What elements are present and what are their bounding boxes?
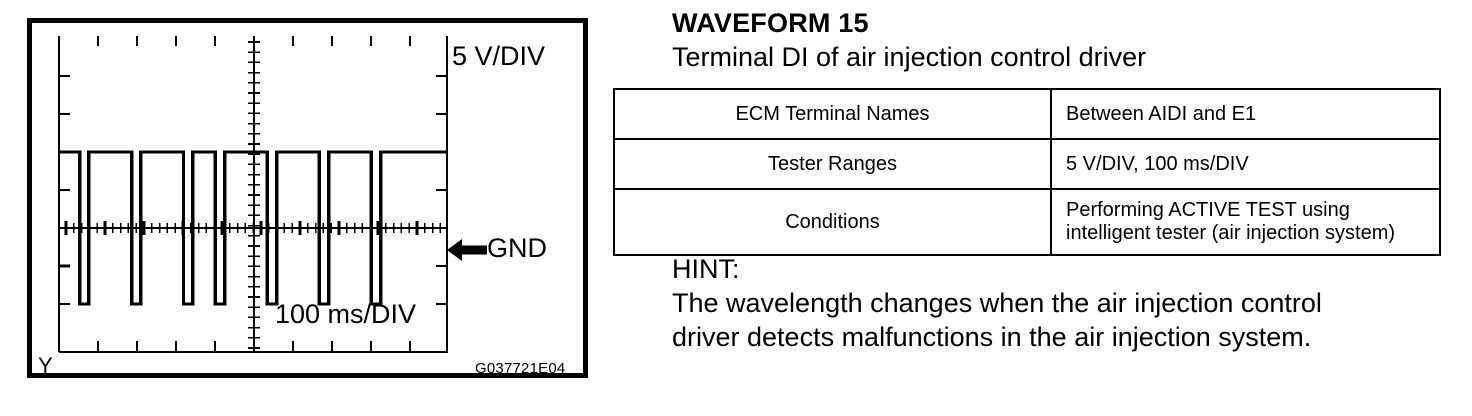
y-axis-ticks bbox=[59, 75, 70, 305]
table-cell-label: ECM Terminal Names bbox=[613, 88, 1052, 140]
table-cell-value-line: intelligent tester (air injection system… bbox=[1066, 222, 1396, 244]
right-axis-ticks bbox=[436, 75, 447, 305]
center-vertical-graticule bbox=[248, 36, 260, 352]
hint-block: HINT: The wavelength changes when the ai… bbox=[672, 252, 1322, 354]
volts-per-div-label: 5 V/DIV bbox=[452, 41, 546, 71]
hint-title: HINT: bbox=[672, 254, 740, 284]
table-cell-label: Tester Ranges bbox=[613, 138, 1052, 190]
axis-corner-label: Y bbox=[38, 353, 53, 378]
x-axis-top-ticks bbox=[97, 36, 411, 46]
table-cell-value-line: Between AIDI and E1 bbox=[1066, 102, 1257, 125]
arrow-left-icon bbox=[447, 237, 487, 268]
spec-table: ECM Terminal Names Between AIDI and E1 Tes… bbox=[613, 88, 1441, 256]
center-horizontal-graticule bbox=[59, 221, 447, 235]
hint-line: The wavelength changes when the air inje… bbox=[672, 288, 1322, 318]
page-subtitle: Terminal DI of air injection control dri… bbox=[672, 42, 1147, 72]
waveform-svg bbox=[58, 36, 448, 353]
waveform-trace bbox=[59, 150, 447, 306]
figure-code-label: G037721E04 bbox=[475, 360, 566, 377]
content-column: WAVEFORM 15 Terminal DI of air injection… bbox=[613, 0, 1462, 416]
hint-line: driver detects malfunctions in the air i… bbox=[672, 322, 1312, 352]
table-row: ECM Terminal Names Between AIDI and E1 bbox=[613, 88, 1441, 140]
table-cell-value-line: 5 V/DIV, 100 ms/DIV bbox=[1066, 152, 1249, 175]
table-cell-value: Between AIDI and E1 bbox=[1050, 88, 1441, 140]
gnd-label: GND bbox=[487, 233, 547, 263]
oscilloscope-plot bbox=[58, 36, 449, 356]
table-cell-label: Conditions bbox=[613, 188, 1052, 256]
table-cell-value: 5 V/DIV, 100 ms/DIV bbox=[1050, 138, 1441, 190]
page-title: WAVEFORM 15 bbox=[672, 8, 869, 38]
time-per-div-label: 100 ms/DIV bbox=[275, 299, 417, 329]
x-axis-ticks bbox=[97, 341, 411, 352]
table-row: Tester Ranges 5 V/DIV, 100 ms/DIV bbox=[613, 138, 1441, 190]
oscilloscope-panel: 5 V/DIV 100 ms/DIV GND Y G037721E04 bbox=[27, 18, 588, 378]
table-cell-value-line: Performing ACTIVE TEST using bbox=[1066, 199, 1350, 221]
